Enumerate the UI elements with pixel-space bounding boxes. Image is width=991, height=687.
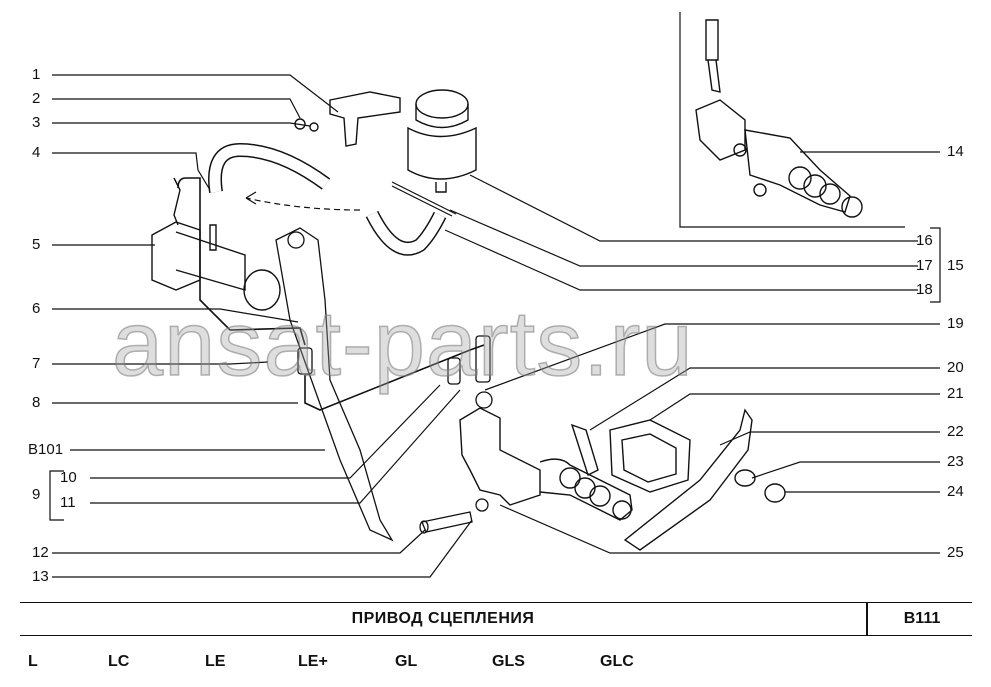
page-title: ПРИВОД СЦЕПЛЕНИЯ <box>351 610 535 627</box>
page-code: B111 <box>903 610 941 627</box>
callout-4: 4 <box>32 144 41 161</box>
callout-11: 11 <box>60 494 76 511</box>
callout-17: 17 <box>916 257 933 274</box>
trim-le: LE <box>205 653 226 670</box>
leader-22 <box>719 431 940 446</box>
leader-16 <box>469 174 918 242</box>
leader-23 <box>751 461 940 479</box>
trim-l: L <box>28 653 38 670</box>
pipe-fittings <box>297 335 493 409</box>
callout-6: 6 <box>32 300 41 317</box>
callout-19: 19 <box>947 315 964 332</box>
leader-2 <box>52 98 301 119</box>
leader-13 <box>52 519 473 578</box>
clutch-drive-diagram <box>49 12 941 578</box>
trim-levels: L LC LE LE+ GL GLS GLC <box>0 653 991 675</box>
leader-20 <box>589 367 940 431</box>
dashed-arrow <box>245 197 361 211</box>
trim-le-plus: LE+ <box>298 653 328 670</box>
release-fork <box>570 408 786 551</box>
trim-lc: LC <box>108 653 130 670</box>
trim-gls: GLS <box>492 653 525 670</box>
title-bar: ПРИВОД СЦЕПЛЕНИЯ B111 <box>20 602 972 636</box>
leader-11 <box>90 389 461 504</box>
callout-1: 1 <box>32 66 41 83</box>
leader-6 <box>52 308 299 323</box>
callout-14: 14 <box>947 143 964 160</box>
callout-3: 3 <box>32 114 41 131</box>
callout-group-15: 15 <box>947 257 964 274</box>
callout-13: 13 <box>32 568 49 585</box>
leader-21 <box>649 393 940 421</box>
callout-7: 7 <box>32 355 41 372</box>
leader-17 <box>449 209 918 267</box>
callout-20: 20 <box>947 359 964 376</box>
leader-25 <box>499 504 940 554</box>
master-cylinder <box>151 177 281 311</box>
callout-18: 18 <box>916 281 933 298</box>
leader-4 <box>52 152 211 191</box>
callout-2: 2 <box>32 90 41 107</box>
reservoir <box>407 89 477 193</box>
callout-12: 12 <box>32 544 49 561</box>
callout-b101: B101 <box>28 441 64 458</box>
trim-gl: GL <box>395 653 418 670</box>
clutch-pedal <box>275 227 394 542</box>
callout-8: 8 <box>32 394 41 411</box>
bolt <box>419 498 489 534</box>
callout-23: 23 <box>947 453 964 470</box>
slave-cylinder <box>459 407 633 521</box>
bracket-15 <box>930 227 941 303</box>
cable-tie <box>391 181 457 217</box>
callout-16: 16 <box>916 232 933 249</box>
leader-7 <box>52 361 269 365</box>
title-separator <box>866 603 868 635</box>
hose-bracket <box>294 91 401 147</box>
callout-24: 24 <box>947 483 964 500</box>
inset-frame <box>679 12 905 228</box>
leader-12 <box>52 529 426 554</box>
callout-group-9: 9 <box>32 486 41 503</box>
inset-slave-cylinder <box>695 19 863 218</box>
bracket-9 <box>49 470 64 521</box>
trim-glc: GLC <box>600 653 634 670</box>
callout-10: 10 <box>60 469 77 486</box>
leader-3 <box>52 122 311 127</box>
leader-18 <box>444 229 918 291</box>
leader-19 <box>484 323 940 391</box>
leader-10 <box>90 384 441 479</box>
callout-22: 22 <box>947 423 964 440</box>
callout-5: 5 <box>32 236 41 253</box>
callout-21: 21 <box>947 385 964 402</box>
callout-25: 25 <box>947 544 964 561</box>
watermark-text: ansat-parts.ru <box>111 292 694 396</box>
leader-1 <box>52 74 339 113</box>
pressure-pipe <box>177 177 306 346</box>
